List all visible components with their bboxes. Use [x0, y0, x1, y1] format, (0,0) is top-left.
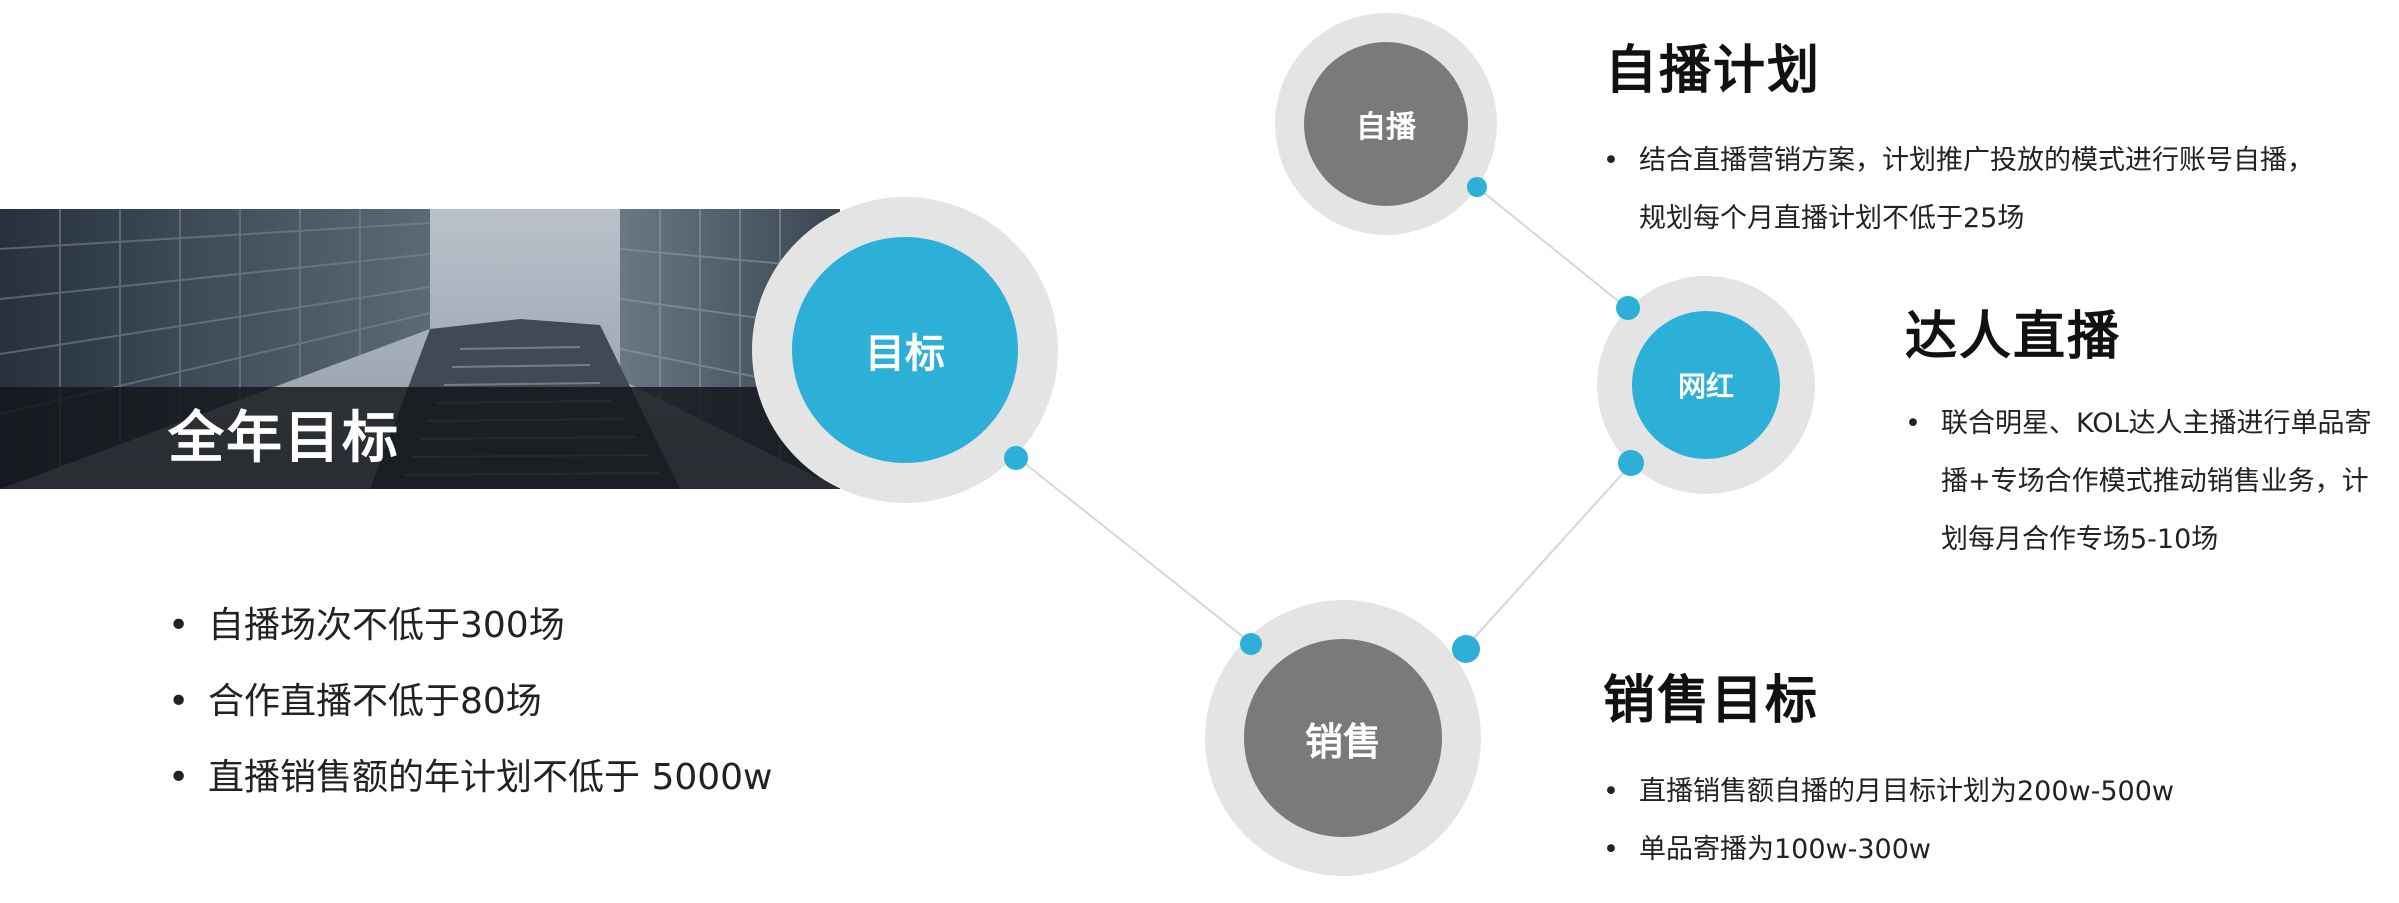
self-live-bullet: •结合直播营销方案，计划推广投放的模式进行账号自播，规划每个月直播计划不低于25…	[1603, 145, 2314, 234]
connector-target-sales	[1017, 457, 1253, 645]
sales-bullets: •直播销售额自播的月目标计划为200w-500w •单品寄播为100w-300w	[1603, 763, 2383, 879]
banner-image	[0, 209, 840, 489]
influencer-heading: 达人直播	[1905, 307, 2122, 367]
sales-node-label: 销售	[1304, 719, 1381, 764]
annual-goal-item: •自播场次不低于300场	[168, 605, 565, 646]
sales-left-dot	[1240, 633, 1262, 655]
target-node: 目标	[792, 237, 1018, 463]
sales-node: 销售	[1244, 639, 1442, 837]
annual-goal-item: •直播销售额的年计划不低于 5000w	[168, 757, 773, 798]
target-connector-dot	[1004, 446, 1028, 470]
connector-self-influencer	[1477, 187, 1629, 310]
connector-influencer-sales	[1464, 461, 1634, 649]
sales-heading: 销售目标	[1603, 671, 1820, 731]
influencer-node-label: 网红	[1677, 370, 1734, 403]
influencer-bottom-dot	[1618, 450, 1644, 476]
influencer-bullet: •联合明星、KOL达人主播进行单品寄播+专场合作模式推动销售业务，计划每月合作专…	[1905, 408, 2372, 555]
self-live-node: 自播	[1304, 42, 1468, 206]
sales-bullet: •直播销售额自播的月目标计划为200w-500w	[1603, 776, 2174, 807]
sales-right-dot	[1452, 635, 1480, 663]
banner-title-bar	[0, 387, 840, 489]
self-live-bullets: •结合直播营销方案，计划推广投放的模式进行账号自播，规划每个月直播计划不低于25…	[1603, 132, 2323, 248]
influencer-bullets: •联合明星、KOL达人主播进行单品寄播+专场合作模式推动销售业务，计划每月合作专…	[1905, 395, 2385, 569]
influencer-top-dot	[1616, 296, 1640, 320]
self-live-node-label: 自播	[1356, 110, 1416, 145]
self-live-connector-dot	[1467, 177, 1487, 197]
target-node-label: 目标	[865, 331, 945, 377]
annual-goals-list: •自播场次不低于300场 •合作直播不低于80场 •直播销售额的年计划不低于 5…	[168, 588, 773, 816]
annual-goal-item: •合作直播不低于80场	[168, 681, 542, 722]
influencer-node: 网红	[1632, 311, 1780, 459]
banner-title: 全年目标	[168, 406, 400, 471]
sales-bullet: •单品寄播为100w-300w	[1603, 834, 1931, 865]
self-live-heading: 自播计划	[1605, 41, 1822, 101]
